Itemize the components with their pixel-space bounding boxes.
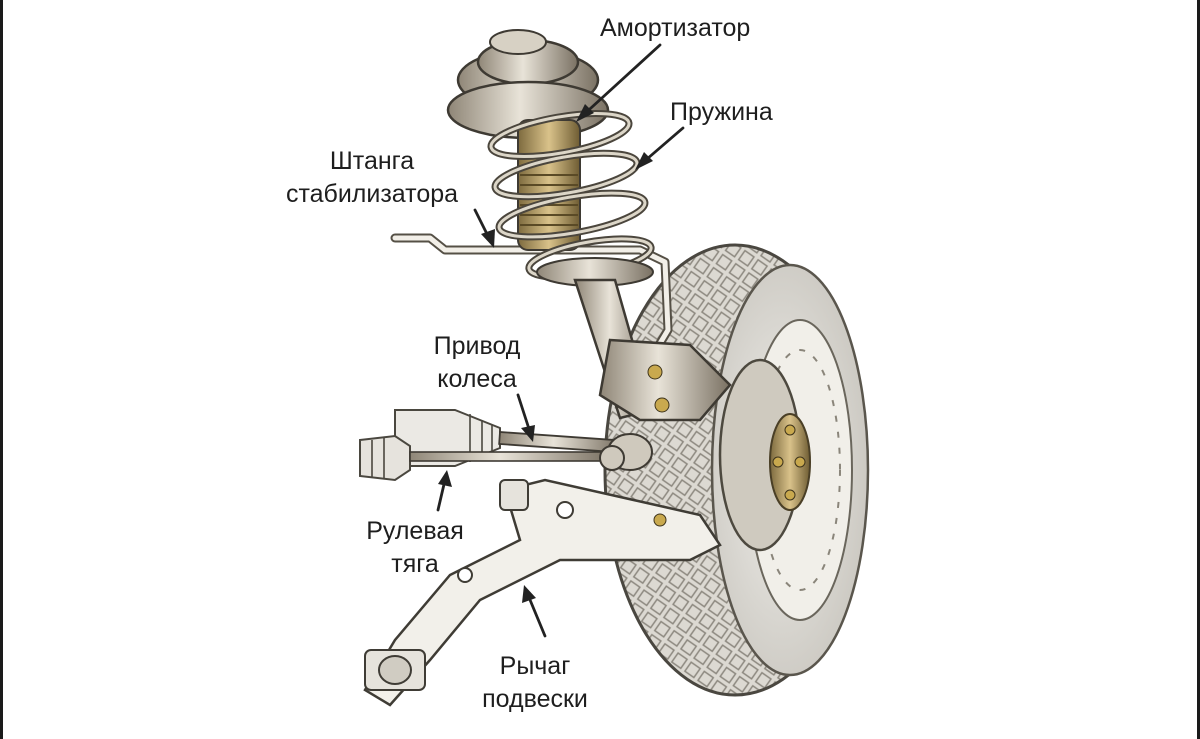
label-stabilizer-bar: Штанга стабилизатора bbox=[285, 147, 459, 208]
steering-knuckle bbox=[598, 338, 732, 422]
left-border bbox=[0, 0, 3, 739]
lower-control-arm bbox=[363, 478, 722, 707]
leader-lines bbox=[436, 43, 685, 638]
label-shock-absorber: Амортизатор bbox=[600, 14, 751, 42]
label-wheel-drive: Привод колеса bbox=[433, 332, 521, 393]
steering-tie-rod bbox=[359, 434, 625, 482]
hub bbox=[769, 413, 811, 511]
right-border bbox=[1197, 0, 1200, 739]
steering-boot bbox=[359, 434, 411, 482]
label-steering-rod: Рулевая тяга bbox=[366, 517, 464, 578]
label-spring: Пружина bbox=[670, 98, 773, 126]
wheel bbox=[603, 243, 870, 697]
leader-wheel-drive bbox=[516, 393, 532, 434]
label-suspension-arm: Рычаг подвески bbox=[482, 652, 588, 713]
wheel-stud bbox=[794, 456, 806, 468]
rim-holes bbox=[759, 349, 841, 591]
leader-shock-absorber bbox=[578, 43, 662, 120]
leader-suspension-arm bbox=[526, 593, 547, 638]
wheel-stud bbox=[784, 424, 796, 436]
strut-assembly bbox=[446, 29, 732, 422]
wheel-stud bbox=[784, 489, 796, 501]
arm-front-bushing bbox=[499, 479, 529, 511]
wheel-stud bbox=[772, 456, 784, 468]
